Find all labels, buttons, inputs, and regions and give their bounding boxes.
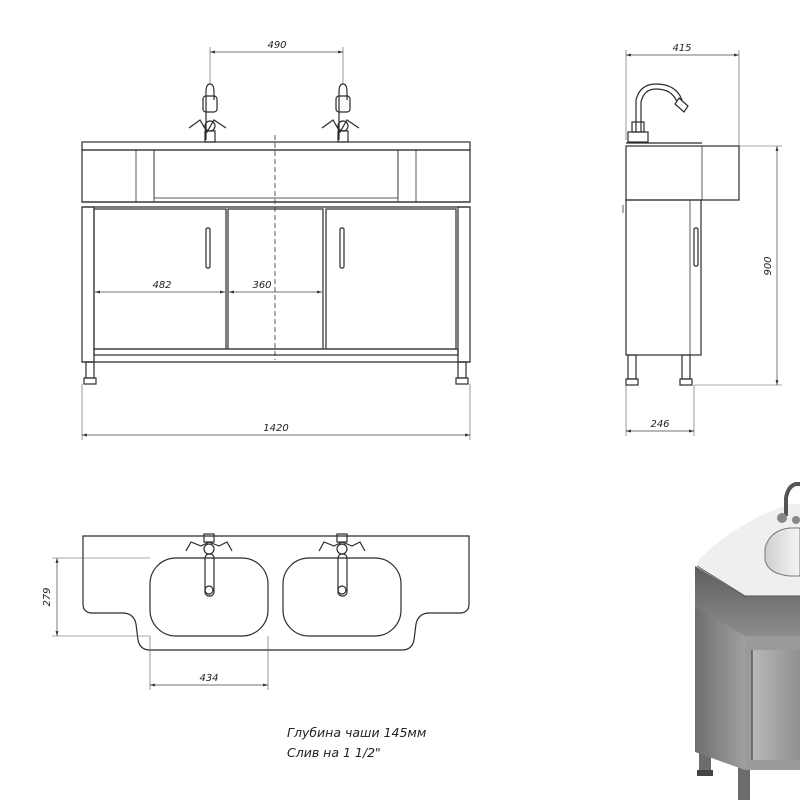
note-bowl-depth: Глубина чаши 145мм [287, 725, 426, 740]
dim-faucet-spacing: 490 [267, 40, 286, 51]
dim-bowl-width: 434 [199, 673, 218, 684]
side-view: 415 900 246 [622, 43, 782, 436]
faucet-icon [777, 482, 800, 524]
faucet-icon [318, 533, 366, 597]
front-view: 490 482 360 1420 [81, 40, 471, 440]
faucet-icon [188, 83, 227, 143]
faucet-icon [627, 83, 689, 143]
product-render [695, 482, 800, 800]
dim-cabinet-width: 1420 [263, 423, 288, 434]
dim-side-base: 246 [650, 419, 669, 430]
dim-side-height: 900 [763, 256, 774, 275]
dim-side-depth: 415 [672, 43, 691, 54]
faucet-icon [321, 83, 360, 143]
dim-bowl-height: 279 [42, 587, 53, 606]
dim-door-width: 482 [152, 280, 171, 291]
top-view: 279 434 [42, 533, 470, 690]
dim-middle-width: 360 [252, 280, 271, 291]
note-drain: Слив на 1 1/2" [287, 745, 381, 760]
faucet-icon [185, 533, 233, 597]
